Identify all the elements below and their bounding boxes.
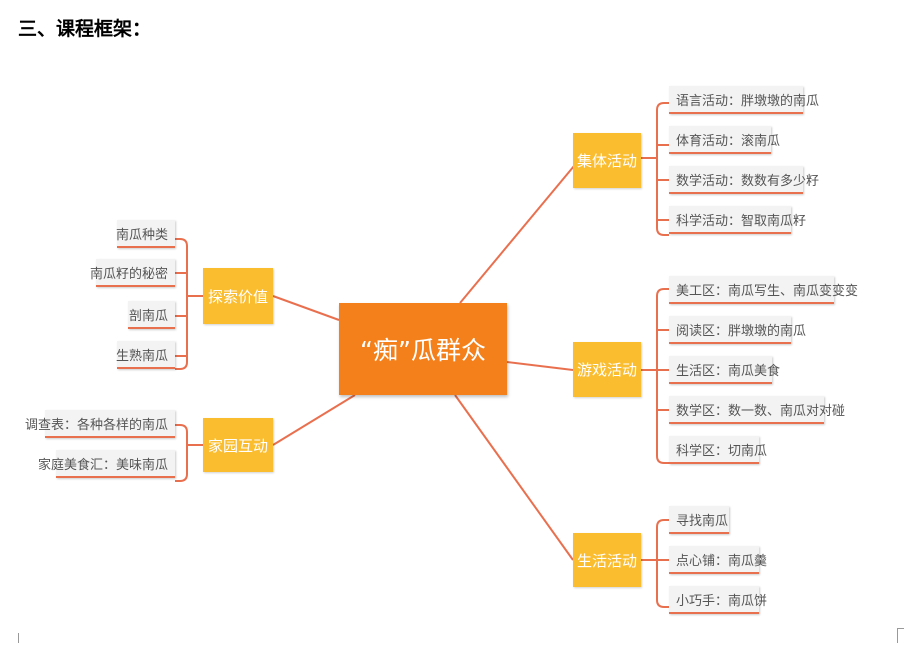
leaf-explore-1: 南瓜种类 bbox=[116, 220, 175, 248]
leaf-life-1: 寻找南瓜 bbox=[669, 506, 729, 534]
leaf-collective-2: 体育活动：滚南瓜 bbox=[669, 126, 780, 154]
leaf-explore-2: 南瓜籽的秘密 bbox=[90, 259, 175, 287]
branch-explore: 探索价值 bbox=[203, 268, 273, 324]
page-heading: 三、课程框架： bbox=[18, 18, 152, 40]
branch-home: 家园互动 bbox=[203, 418, 273, 472]
leaf-life-2: 点心铺：南瓜羹 bbox=[669, 546, 767, 574]
link-root-collective bbox=[459, 165, 575, 304]
corner-mark-right-v bbox=[897, 628, 898, 643]
fan-collective bbox=[641, 102, 669, 236]
leaf-game-5: 科学区：切南瓜 bbox=[669, 436, 767, 464]
root-node: “痴”瓜群众 bbox=[339, 303, 507, 395]
leaf-home-1: 调查表：各种各样的南瓜 bbox=[25, 410, 175, 438]
corner-mark-right-h bbox=[897, 628, 904, 629]
leaf-life-3: 小巧手：南瓜饼 bbox=[669, 586, 767, 614]
fan-home bbox=[175, 424, 203, 482]
link-root-home bbox=[272, 394, 356, 446]
leaf-game-3: 生活区：南瓜美食 bbox=[669, 356, 780, 384]
leaf-explore-4: 生熟南瓜 bbox=[116, 341, 175, 369]
branch-game: 游戏活动 bbox=[573, 342, 641, 397]
branch-life: 生活活动 bbox=[573, 533, 641, 587]
fan-game bbox=[641, 288, 669, 464]
link-root-explore bbox=[272, 295, 340, 321]
leaf-game-2: 阅读区：胖墩墩的南瓜 bbox=[669, 316, 806, 344]
corner-mark-left bbox=[18, 633, 19, 643]
leaf-collective-1: 语言活动：胖墩墩的南瓜 bbox=[669, 86, 819, 114]
leaf-game-4: 数学区：数一数、南瓜对对碰 bbox=[669, 396, 845, 424]
leaf-explore-3: 剖南瓜 bbox=[128, 301, 175, 329]
leaf-collective-4: 科学活动：智取南瓜籽 bbox=[669, 206, 806, 234]
link-root-game bbox=[506, 361, 574, 371]
branch-collective: 集体活动 bbox=[573, 133, 641, 188]
link-root-life bbox=[454, 394, 574, 561]
leaf-game-1: 美工区：南瓜写生、南瓜变变变 bbox=[669, 276, 858, 304]
leaf-home-2: 家庭美食汇：美味南瓜 bbox=[38, 450, 175, 478]
leaf-collective-3: 数学活动：数数有多少籽 bbox=[669, 166, 819, 194]
fan-life bbox=[641, 519, 669, 608]
fan-explore bbox=[175, 238, 203, 370]
